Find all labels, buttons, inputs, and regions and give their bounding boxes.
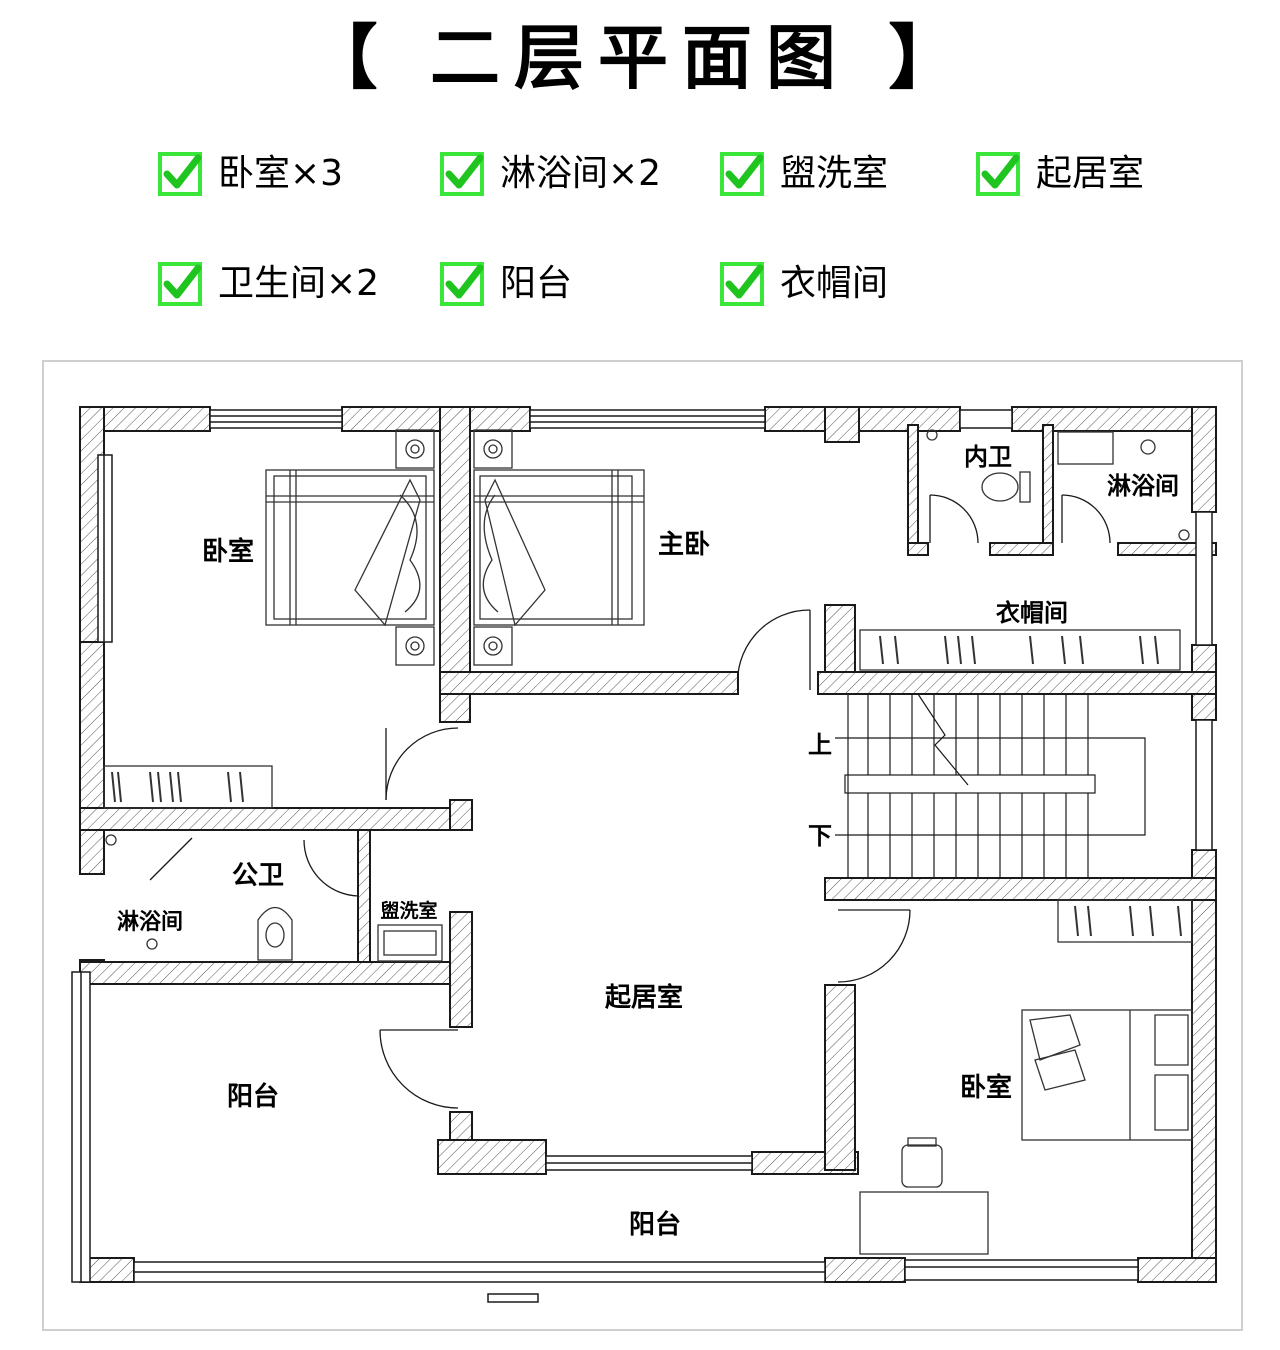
feature-label: 淋浴间×2 (500, 153, 662, 194)
feature-item: 起居室 (976, 149, 1144, 199)
feature-item: 卫生间×2 (158, 259, 379, 309)
stairs-up-label: 上 (808, 731, 832, 759)
plan-frame (42, 360, 1243, 1331)
staircase (835, 693, 1146, 878)
feature-item: 淋浴间×2 (440, 149, 661, 199)
room-label-bedroom-right: 卧室 (960, 1072, 1012, 1103)
feature-label: 衣帽间 (780, 263, 889, 304)
windows (71, 409, 1213, 1303)
checkbox-checked-icon (158, 262, 202, 306)
feature-item: 盥洗室 (720, 149, 888, 199)
stairs-down-label: 下 (808, 822, 832, 850)
feature-item: 衣帽间 (720, 259, 888, 309)
furniture (103, 429, 1193, 1255)
feature-label: 卧室×3 (218, 153, 344, 194)
room-label-balcony-bottom: 阳台 (629, 1209, 681, 1240)
feature-item: 卧室×3 (158, 149, 343, 199)
room-label-bedroom-left: 卧室 (202, 536, 254, 567)
checkbox-checked-icon (440, 152, 484, 196)
feature-label: 阳台 (500, 263, 573, 304)
room-label-public-wc: 公卫 (232, 861, 284, 891)
room-label-master-bedroom: 主卧 (658, 530, 710, 560)
room-label-shower-left: 淋浴间 (117, 909, 183, 935)
checkbox-checked-icon (720, 152, 764, 196)
room-labels: 卧室 主卧 内卫 淋浴间 衣帽间 上 下 公卫 淋浴间 盥洗室 起居室 阳台 阳… (117, 443, 1179, 1240)
feature-label: 盥洗室 (780, 153, 889, 194)
checkbox-checked-icon (976, 152, 1020, 196)
room-label-washroom: 盥洗室 (380, 899, 437, 922)
room-label-cloakroom: 衣帽间 (996, 599, 1068, 627)
room-label-inner-wc: 内卫 (964, 443, 1012, 471)
doors (149, 494, 1111, 1109)
room-label-shower-top: 淋浴间 (1107, 472, 1179, 500)
page-title: 【 二层平面图 】 (307, 17, 973, 99)
feature-item: 阳台 (440, 259, 572, 309)
checkbox-checked-icon (158, 152, 202, 196)
feature-label: 起居室 (1036, 153, 1145, 194)
checkbox-checked-icon (720, 262, 764, 306)
room-label-living-room: 起居室 (605, 982, 683, 1013)
room-label-balcony-left: 阳台 (227, 1081, 279, 1112)
checkbox-checked-icon (440, 262, 484, 306)
feature-label: 卫生间×2 (218, 263, 380, 304)
walls (79, 406, 1217, 1283)
